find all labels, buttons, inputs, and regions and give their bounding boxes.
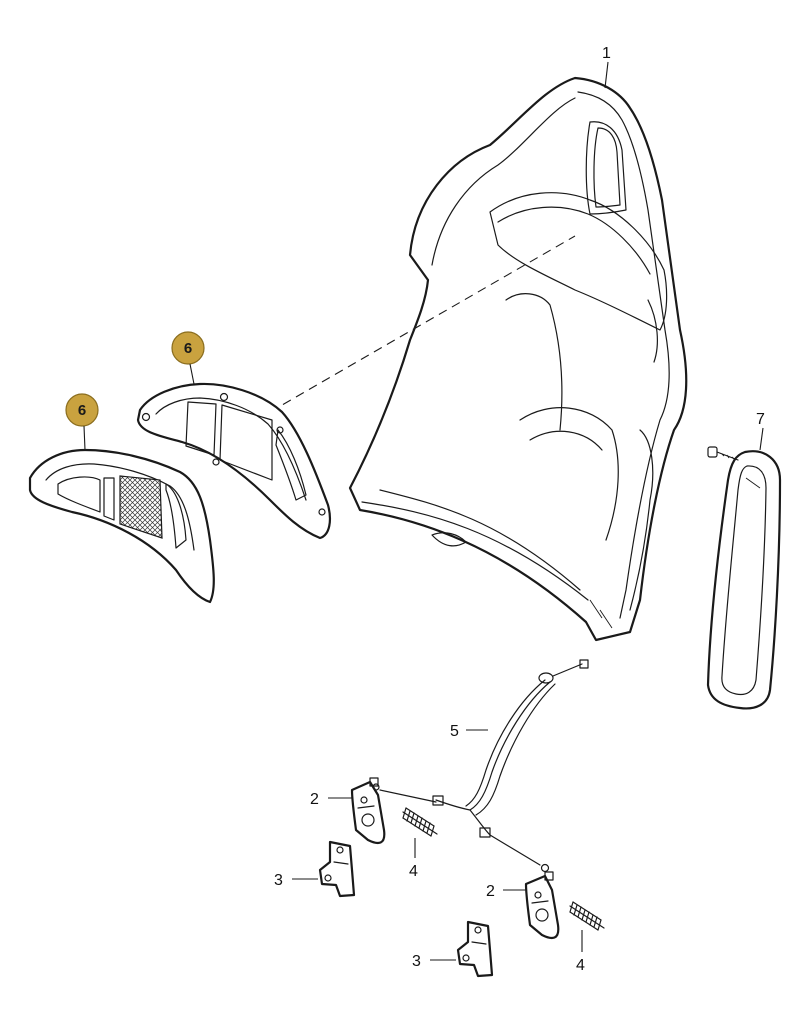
callout-3-right: 3 [412,953,421,970]
spring-left[interactable] [402,807,438,837]
leader-line-7 [759,427,764,451]
callout-4-right: 4 [576,957,585,974]
release-cable-assembly[interactable] [372,659,589,873]
bracket-right[interactable] [456,920,494,978]
hinge-right[interactable] [524,871,560,940]
bracket-left[interactable] [318,840,356,898]
assembly-dashed-line [269,235,576,413]
seat-backrest-shell[interactable] [348,76,688,642]
highlight-badge-rear[interactable]: 6 [171,331,205,365]
hinge-left[interactable] [350,777,386,845]
leader-line-6-front [83,425,86,451]
spring-right[interactable] [569,901,605,931]
callout-4-left: 4 [409,863,418,880]
callout-1: 1 [602,45,611,62]
callout-3-left: 3 [274,872,283,889]
leader-line-6-rear [189,363,195,385]
trim-with-mesh-front[interactable] [28,448,215,604]
badge-label-rear: 6 [184,340,192,357]
callout-5: 5 [450,723,459,740]
trim-frame-rear[interactable] [136,382,331,540]
badge-label-front: 6 [78,402,86,419]
leader-line-1 [604,61,609,89]
screw[interactable] [707,446,739,461]
callout-2-left: 2 [310,791,319,808]
side-cover-panel[interactable] [706,450,782,710]
highlight-badge-front[interactable]: 6 [65,393,99,427]
callout-2-right: 2 [486,883,495,900]
callout-7: 7 [756,411,765,428]
